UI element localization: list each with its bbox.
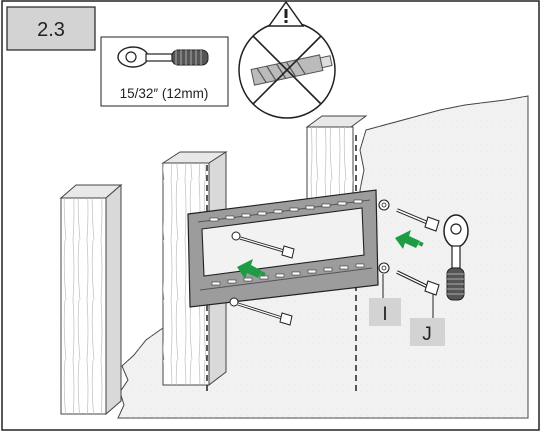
insert-direction-arrow-left — [237, 259, 266, 279]
step-number: 2.3 — [37, 19, 65, 41]
washer-lower — [378, 262, 390, 274]
part-label-lag-bolt: J — [410, 294, 445, 346]
part-label-washer: I — [369, 274, 401, 326]
lag-bolt-upper-left — [231, 231, 295, 259]
lag-bolt-lower-left — [229, 297, 293, 326]
warning-triangle-icon — [267, 0, 305, 27]
insert-direction-arrow-right — [395, 230, 424, 249]
lag-bolt-upper-right — [396, 208, 440, 232]
lag-bolt-lower-right — [396, 270, 440, 296]
ratchet-socket-wrench-icon — [117, 46, 209, 68]
socket-size-label: 15/32″ (12mm) — [120, 86, 209, 101]
svg-text:J: J — [422, 324, 432, 345]
svg-text:I: I — [382, 304, 387, 325]
tool-callout: 15/32″ (12mm) — [100, 36, 229, 107]
no-drill-anchor-icon — [238, 21, 336, 119]
washer-upper — [378, 199, 390, 211]
ratchet-wrench-icon — [443, 214, 469, 301]
step-badge: 2.3 — [6, 6, 96, 51]
wood-stud-left — [59, 183, 123, 416]
